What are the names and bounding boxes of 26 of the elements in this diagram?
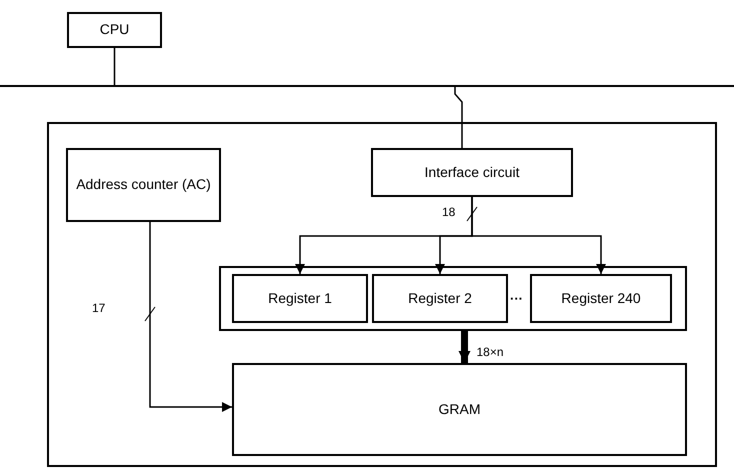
block-label: GRAM xyxy=(438,400,482,418)
outline-box xyxy=(219,266,687,331)
block-box xyxy=(232,274,368,323)
block-label: Register 2 xyxy=(407,290,473,308)
block-label: Interface circuit xyxy=(424,164,520,182)
edge-label: 17 xyxy=(92,302,106,314)
bus-line xyxy=(0,85,734,87)
block-label: CPU xyxy=(98,21,130,39)
connector-line xyxy=(114,48,116,85)
block-box xyxy=(371,148,573,197)
arrow xyxy=(458,331,470,363)
arrow xyxy=(149,222,232,412)
ellipsis-label: ··· xyxy=(510,292,523,305)
block-label: Address counter (AC) xyxy=(75,176,212,194)
block-box xyxy=(66,148,221,222)
edge-label: 18 xyxy=(442,206,456,218)
block-label: Register 240 xyxy=(560,290,642,308)
connector-line xyxy=(454,87,463,148)
arrow xyxy=(471,197,606,274)
block-label: Register 1 xyxy=(267,290,333,308)
block-box xyxy=(372,274,508,323)
cpu-box xyxy=(67,12,162,48)
edge-label: 18×n xyxy=(476,346,504,358)
block-box xyxy=(232,363,687,456)
block-box xyxy=(530,274,672,323)
outline-box xyxy=(47,122,717,467)
